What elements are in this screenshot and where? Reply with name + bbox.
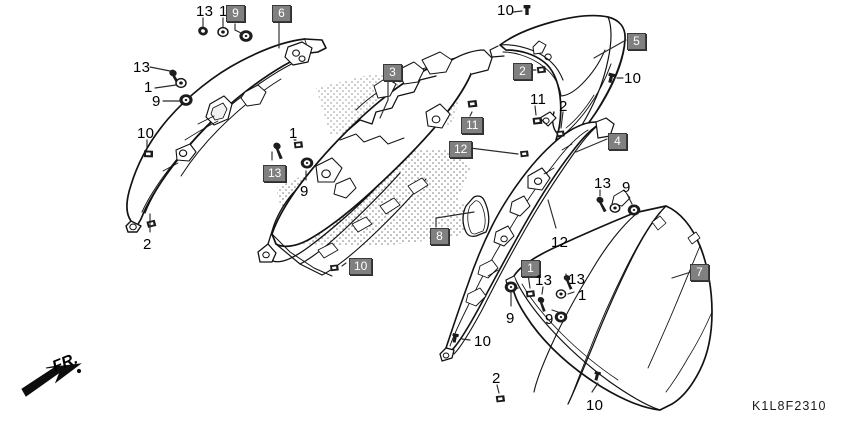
callout-label-9-boxed: 9	[226, 5, 245, 22]
callout-label-12-boxed: 12	[449, 141, 473, 158]
callout-label-5-boxed: 5	[627, 33, 646, 50]
callout-label-10: 10	[137, 125, 155, 142]
callout-label-13: 13	[594, 175, 612, 192]
callout-label-13-boxed: 13	[263, 165, 287, 182]
callout-label-11-boxed: 11	[461, 117, 484, 134]
callout-label-10: 10	[497, 2, 515, 19]
callout-label-9: 9	[300, 183, 309, 200]
callout-label-2: 2	[492, 370, 501, 387]
callout-label-1: 1	[289, 125, 298, 142]
callout-label-1: 1	[578, 287, 587, 304]
callout-label-9: 9	[622, 179, 631, 196]
callout-label-13: 13	[133, 59, 151, 76]
callout-label-1: 1	[219, 3, 228, 20]
callout-label-1: 1	[144, 79, 153, 96]
callout-label-2: 2	[143, 236, 152, 253]
callout-label-2: 2	[559, 98, 568, 115]
callout-label-3-boxed: 3	[383, 64, 402, 81]
callout-label-8-boxed: 8	[430, 228, 449, 245]
callout-label-11: 11	[530, 91, 547, 108]
callout-label-4-boxed: 4	[608, 133, 627, 150]
callout-label-7-boxed: 7	[690, 264, 709, 281]
callout-label-10: 10	[586, 397, 604, 414]
callout-label-9: 9	[506, 310, 515, 327]
callout-label-10: 10	[624, 70, 642, 87]
callout-label-13: 13	[196, 3, 214, 20]
callout-label-12: 12	[551, 234, 569, 251]
callout-label-13: 13	[535, 272, 553, 289]
fr-direction-arrow	[21, 363, 82, 397]
callout-label-13: 13	[568, 271, 586, 288]
part-number-text: K1L8F2310	[752, 399, 827, 413]
callout-label-1-boxed: 1	[521, 260, 540, 277]
callout-label-9: 9	[152, 93, 161, 110]
callout-label-2-boxed: 2	[513, 63, 532, 80]
callout-label-10-boxed: 10	[349, 258, 373, 275]
callout-label-10: 10	[474, 333, 492, 350]
callout-label-9: 9	[545, 311, 554, 328]
callout-label-6-boxed: 6	[272, 5, 291, 22]
